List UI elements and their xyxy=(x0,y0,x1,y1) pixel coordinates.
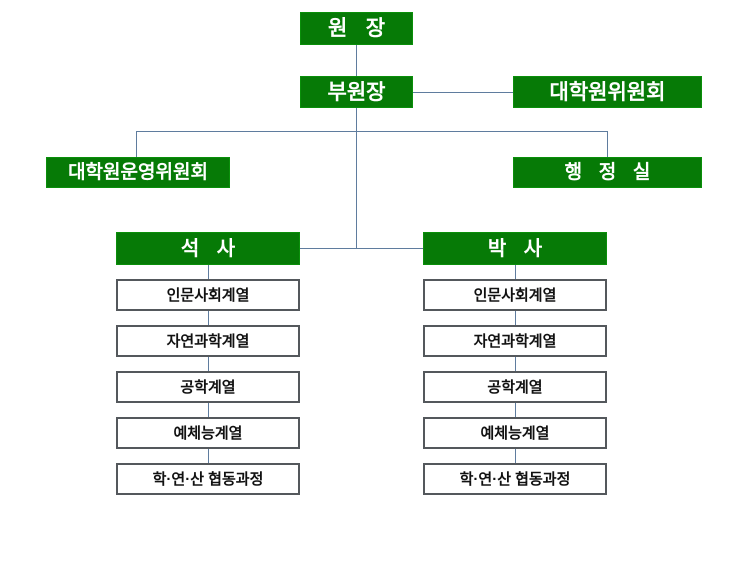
node-graduate-committee-label: 대학원위원회 xyxy=(549,80,666,104)
connector-director-to-deputy xyxy=(356,45,357,76)
node-doctoral-label: 박 사 xyxy=(487,237,549,260)
node-masters-program-4[interactable]: 예체능계열 xyxy=(116,417,300,449)
node-graduate-steering-committee[interactable]: 대학원운영위원회 xyxy=(46,157,230,188)
connector-deputy-trunk xyxy=(356,108,357,248)
connector-bus-committees xyxy=(136,131,607,132)
connector-doctoral-2 xyxy=(515,311,516,325)
node-masters[interactable]: 석 사 xyxy=(116,232,300,265)
node-masters-program-4-label: 예체능계열 xyxy=(173,424,243,442)
connector-masters-5 xyxy=(208,449,209,463)
node-director-label: 원 장 xyxy=(327,17,392,40)
node-doctoral-program-4[interactable]: 예체능계열 xyxy=(423,417,607,449)
connector-bus-to-administration xyxy=(607,131,608,157)
connector-doctoral-3 xyxy=(515,357,516,371)
node-deputy-director[interactable]: 부원장 xyxy=(300,76,413,108)
connector-doctoral-5 xyxy=(515,449,516,463)
node-director[interactable]: 원 장 xyxy=(300,12,413,45)
connector-deputy-to-graduate-committee xyxy=(413,92,513,93)
node-administration-office[interactable]: 행 정 실 xyxy=(513,157,702,188)
connector-masters-3 xyxy=(208,357,209,371)
node-masters-label: 석 사 xyxy=(180,237,242,260)
node-masters-program-3[interactable]: 공학계열 xyxy=(116,371,300,403)
node-doctoral-program-5[interactable]: 학·연·산 협동과정 xyxy=(423,463,607,495)
connector-doctoral-1 xyxy=(515,265,516,279)
node-masters-program-2[interactable]: 자연과학계열 xyxy=(116,325,300,357)
node-masters-program-2-label: 자연과학계열 xyxy=(166,332,250,350)
node-masters-program-5[interactable]: 학·연·산 협동과정 xyxy=(116,463,300,495)
connector-bus-to-steering-committee xyxy=(136,131,137,157)
node-masters-program-1[interactable]: 인문사회계열 xyxy=(116,279,300,311)
node-doctoral-program-5-label: 학·연·산 협동과정 xyxy=(459,470,571,488)
node-masters-program-1-label: 인문사회계열 xyxy=(166,286,250,304)
node-masters-program-3-label: 공학계열 xyxy=(180,378,236,396)
node-doctoral-program-2[interactable]: 자연과학계열 xyxy=(423,325,607,357)
node-deputy-director-label: 부원장 xyxy=(327,80,386,104)
connector-doctoral-4 xyxy=(515,403,516,417)
node-graduate-steering-committee-label: 대학원운영위원회 xyxy=(68,162,208,183)
node-doctoral-program-2-label: 자연과학계열 xyxy=(473,332,557,350)
node-doctoral-program-1-label: 인문사회계열 xyxy=(473,286,557,304)
connector-masters-2 xyxy=(208,311,209,325)
node-masters-program-5-label: 학·연·산 협동과정 xyxy=(152,470,264,488)
node-administration-office-label: 행 정 실 xyxy=(564,162,657,183)
connector-masters-1 xyxy=(208,265,209,279)
connector-bus-degrees xyxy=(300,248,423,249)
connector-masters-4 xyxy=(208,403,209,417)
node-doctoral-program-1[interactable]: 인문사회계열 xyxy=(423,279,607,311)
node-doctoral-program-3[interactable]: 공학계열 xyxy=(423,371,607,403)
node-graduate-committee[interactable]: 대학원위원회 xyxy=(513,76,702,108)
node-doctoral[interactable]: 박 사 xyxy=(423,232,607,265)
node-doctoral-program-4-label: 예체능계열 xyxy=(480,424,550,442)
node-doctoral-program-3-label: 공학계열 xyxy=(487,378,543,396)
